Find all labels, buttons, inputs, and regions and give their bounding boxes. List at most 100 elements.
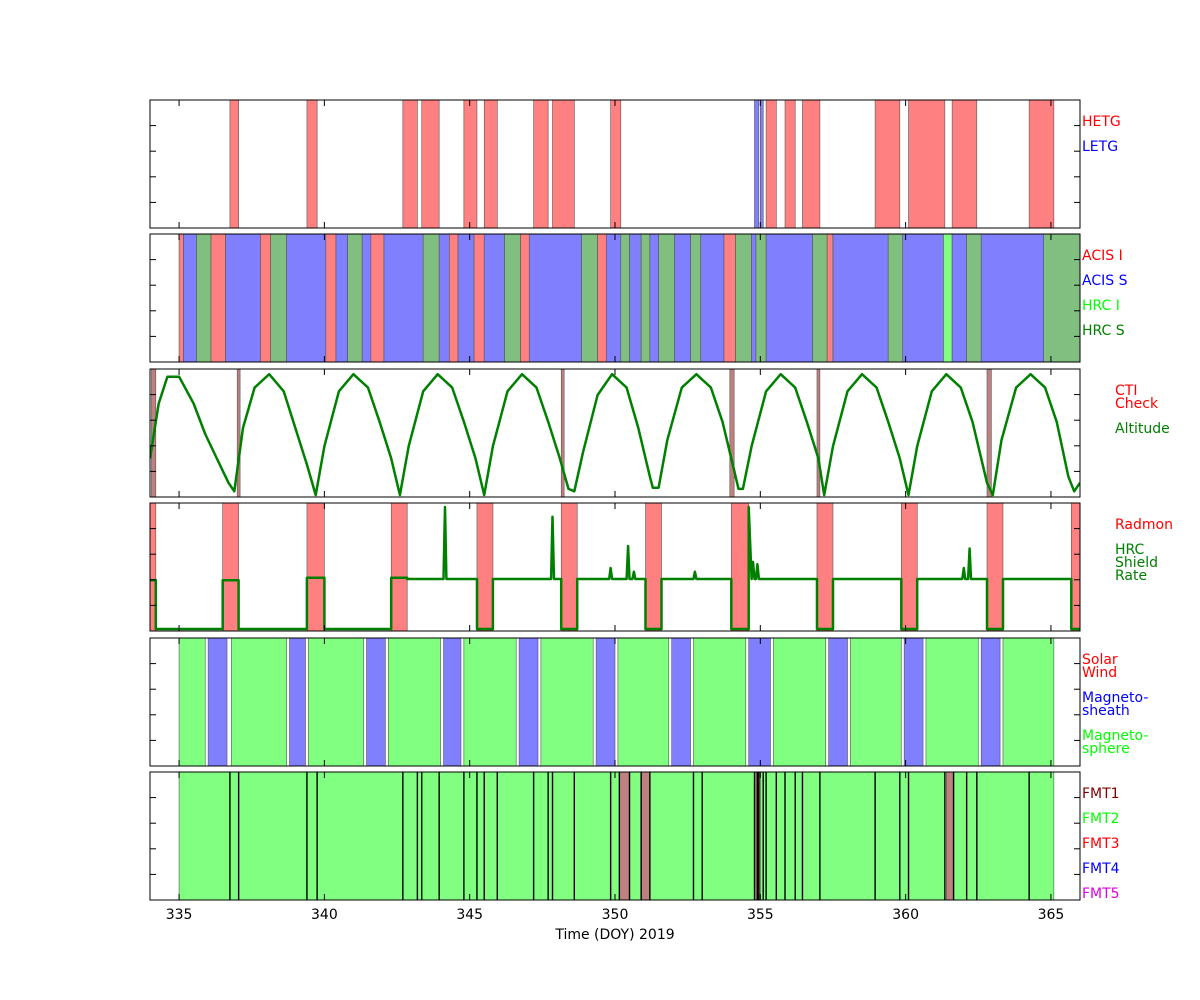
bar-19 (850, 638, 902, 766)
bar-3 (231, 638, 287, 766)
bar-24 (581, 234, 598, 362)
bar-33 (690, 234, 702, 362)
bar-15 (874, 100, 901, 228)
bar-5 (463, 100, 478, 228)
panel-plot-area (178, 638, 1055, 766)
bar-26 (605, 234, 622, 362)
bar-18 (457, 234, 475, 362)
bar-2 (306, 100, 318, 228)
bar-23 (1002, 638, 1055, 766)
bar-12 (361, 234, 372, 362)
legend-label-4: HRC S (1082, 323, 1125, 339)
bar-11 (540, 638, 594, 766)
x-tick-label-4: 350 (602, 907, 629, 923)
legend-label-2: FMT2 (1082, 811, 1120, 827)
bar-12 (765, 100, 777, 228)
bar-41 (826, 234, 834, 362)
bar-10 (518, 638, 539, 766)
bar-38 (755, 234, 767, 362)
bar-7 (388, 638, 441, 766)
legend-label-2: Altitude (1115, 421, 1170, 437)
bar-1 (178, 772, 1055, 900)
bar-29 (640, 234, 651, 362)
bar-22 (520, 234, 530, 362)
panel-plot-area (150, 503, 1080, 631)
bar-1 (178, 234, 184, 362)
legend-label-3: FMT3 (1082, 836, 1120, 852)
bar-9 (816, 503, 834, 631)
bar-14 (671, 638, 691, 766)
bar-18 (1028, 100, 1055, 228)
bar-30 (649, 234, 659, 362)
bar-17 (951, 100, 978, 228)
bar-6 (366, 638, 386, 766)
bar-3 (402, 100, 418, 228)
panel-background (150, 369, 1080, 497)
bar-2 (236, 369, 241, 497)
bar-2 (183, 234, 197, 362)
x-tick-label-2: 340 (311, 907, 338, 923)
bar-27 (620, 234, 630, 362)
x-tick-label-5: 355 (747, 907, 774, 923)
bar-10 (335, 234, 348, 362)
bar-2 (207, 638, 228, 766)
bar-9 (610, 100, 622, 228)
bar-19 (473, 234, 485, 362)
bar-4 (390, 503, 408, 631)
bar-43 (887, 234, 904, 362)
bar-6 (560, 503, 578, 631)
bar-4 (210, 234, 226, 362)
bar-23 (528, 234, 582, 362)
bar-5 (816, 369, 821, 497)
bar-4 (289, 638, 306, 766)
bar-2 (619, 772, 630, 900)
bar-35 (723, 234, 736, 362)
bar-6 (483, 100, 498, 228)
legend-label-3: Magneto-sphere (1082, 728, 1148, 757)
bar-7 (270, 234, 287, 362)
panel-plot-area (178, 772, 1055, 900)
bar-16 (748, 638, 771, 766)
bar-15 (693, 638, 747, 766)
x-tick-label-1: 335 (166, 907, 193, 923)
bar-7 (533, 100, 549, 228)
legend-label-2: Magneto-sheath (1082, 690, 1148, 719)
bar-3 (640, 772, 651, 900)
panel-plot-area (178, 234, 1080, 362)
x-tick-label-3: 345 (456, 907, 483, 923)
bar-4 (421, 100, 440, 228)
bar-46 (951, 234, 967, 362)
bar-12 (1070, 503, 1080, 631)
bar-1 (150, 503, 157, 631)
bar-2 (222, 503, 239, 631)
bar-5 (308, 638, 364, 766)
bar-13 (370, 234, 385, 362)
bar-11 (760, 100, 764, 228)
legend-label-1: FMT1 (1082, 786, 1120, 802)
bar-17 (449, 234, 459, 362)
bar-8 (552, 100, 575, 228)
bar-49 (1043, 234, 1080, 362)
bar-36 (735, 234, 752, 362)
legend-label-2: ACIS S (1082, 273, 1128, 289)
bar-12 (595, 638, 616, 766)
x-tick-label-6: 360 (892, 907, 919, 923)
bar-20 (903, 638, 924, 766)
legend-label-3: HRC I (1082, 298, 1120, 314)
legend-label-4: FMT4 (1082, 861, 1120, 877)
bar-4 (729, 369, 735, 497)
bar-1 (229, 100, 239, 228)
bar-18 (828, 638, 848, 766)
panel-background (150, 503, 1080, 631)
bar-3 (306, 503, 325, 631)
bar-42 (832, 234, 889, 362)
bar-1 (178, 638, 206, 766)
bar-15 (422, 234, 440, 362)
